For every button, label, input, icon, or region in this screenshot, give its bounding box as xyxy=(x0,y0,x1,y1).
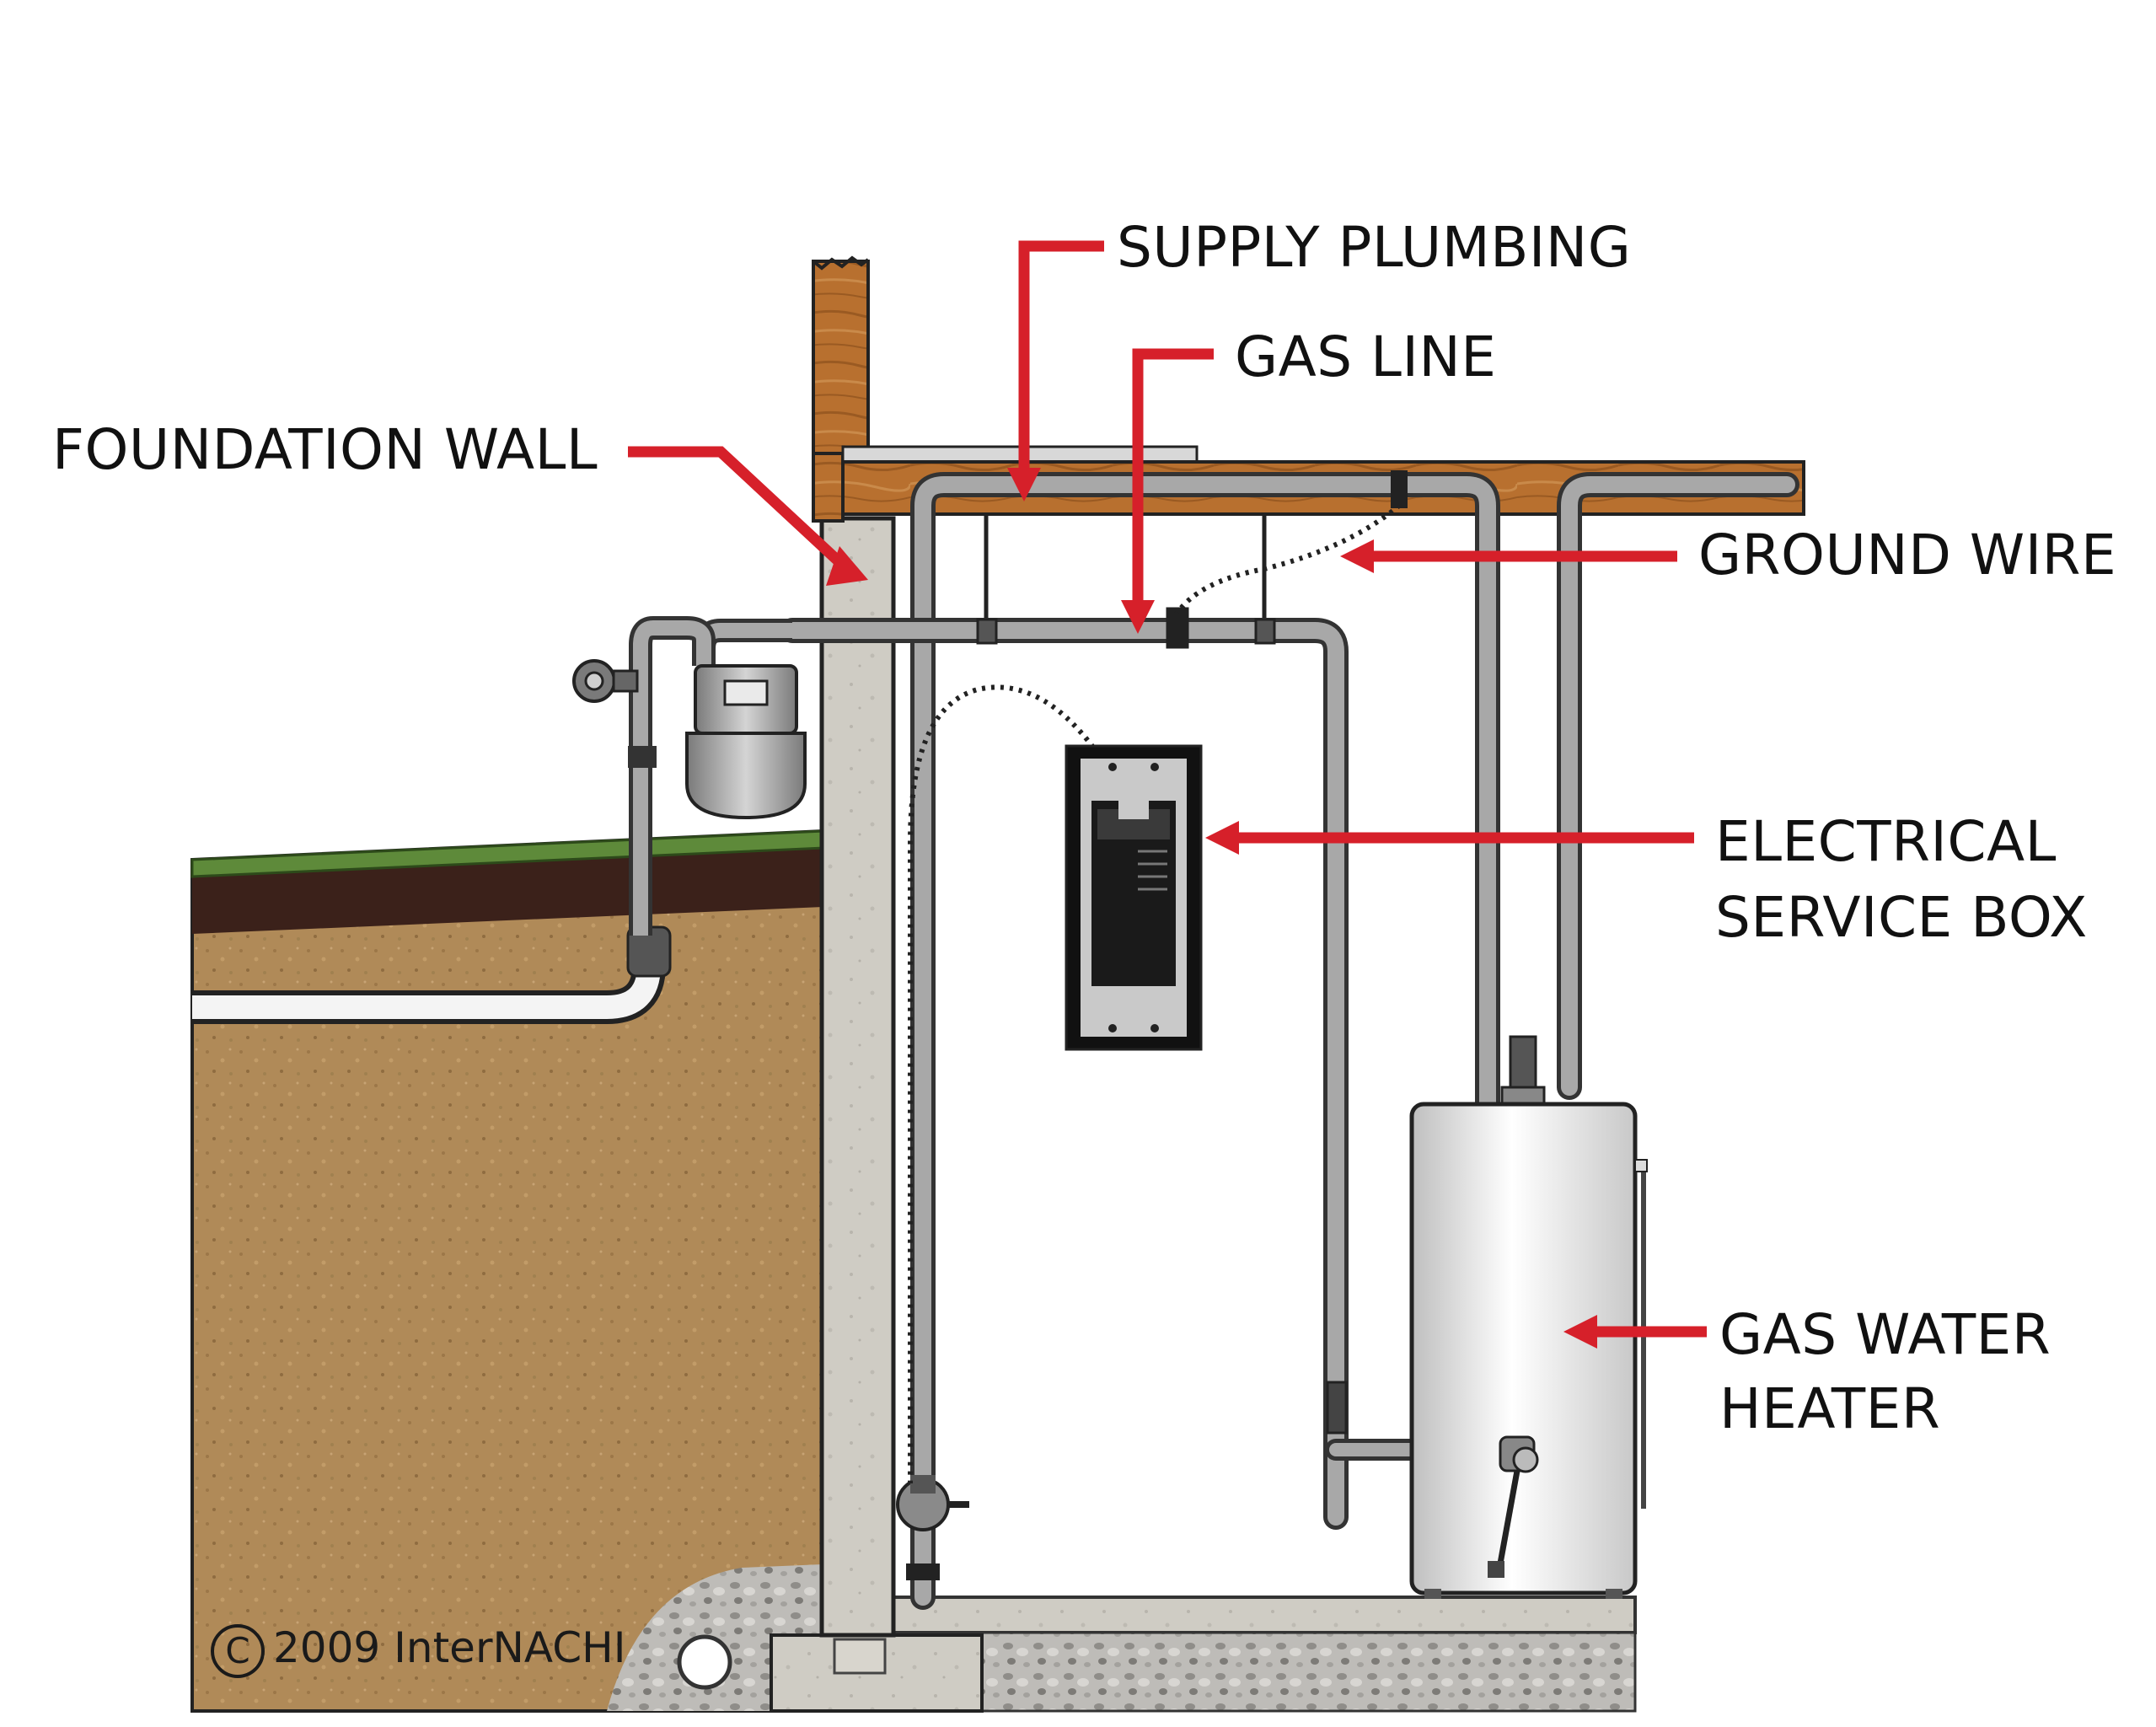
pipe-hangers xyxy=(984,514,1267,628)
copyright-text: 2009 InterNACHI xyxy=(273,1623,626,1672)
label-electrical-line2: SERVICE BOX xyxy=(1715,885,2088,950)
ground-clamp xyxy=(1391,470,1408,508)
main-shutoff-valve xyxy=(896,1475,969,1580)
basement-floor xyxy=(892,1596,1637,1713)
callout-arrows xyxy=(628,240,1707,1338)
label-supply-plumbing: SUPPLY PLUMBING xyxy=(1117,215,1632,280)
arrowheads xyxy=(826,468,1597,1349)
gas-line-fittings xyxy=(976,607,1348,1435)
label-ground-wire: GROUND WIRE xyxy=(1698,523,2117,587)
underground-gas-service xyxy=(192,925,672,1024)
label-heater-line2: HEATER xyxy=(1719,1376,1941,1441)
foundation-wall-shape xyxy=(819,516,896,1675)
label-foundation-wall: FOUNDATION WALL xyxy=(52,417,598,482)
drain-tile xyxy=(677,1634,732,1690)
gas-meter xyxy=(572,616,807,936)
water-heater xyxy=(1409,1035,1648,1599)
electrical-service-box xyxy=(1065,744,1203,1051)
ground-wire xyxy=(908,503,1401,1483)
arrow-foundation-wall xyxy=(628,446,855,577)
supply-plumbing-pipes xyxy=(910,472,1799,1610)
label-heater-line1: GAS WATER xyxy=(1719,1302,2051,1367)
copyright-symbol: C xyxy=(211,1623,265,1678)
arrow-supply-plumbing xyxy=(1018,240,1104,472)
label-electrical-line1: ELECTRICAL xyxy=(1715,809,2057,874)
label-gas-line: GAS LINE xyxy=(1235,324,1497,389)
exterior-ground xyxy=(190,828,845,1713)
arrow-gas-line xyxy=(1132,348,1214,607)
